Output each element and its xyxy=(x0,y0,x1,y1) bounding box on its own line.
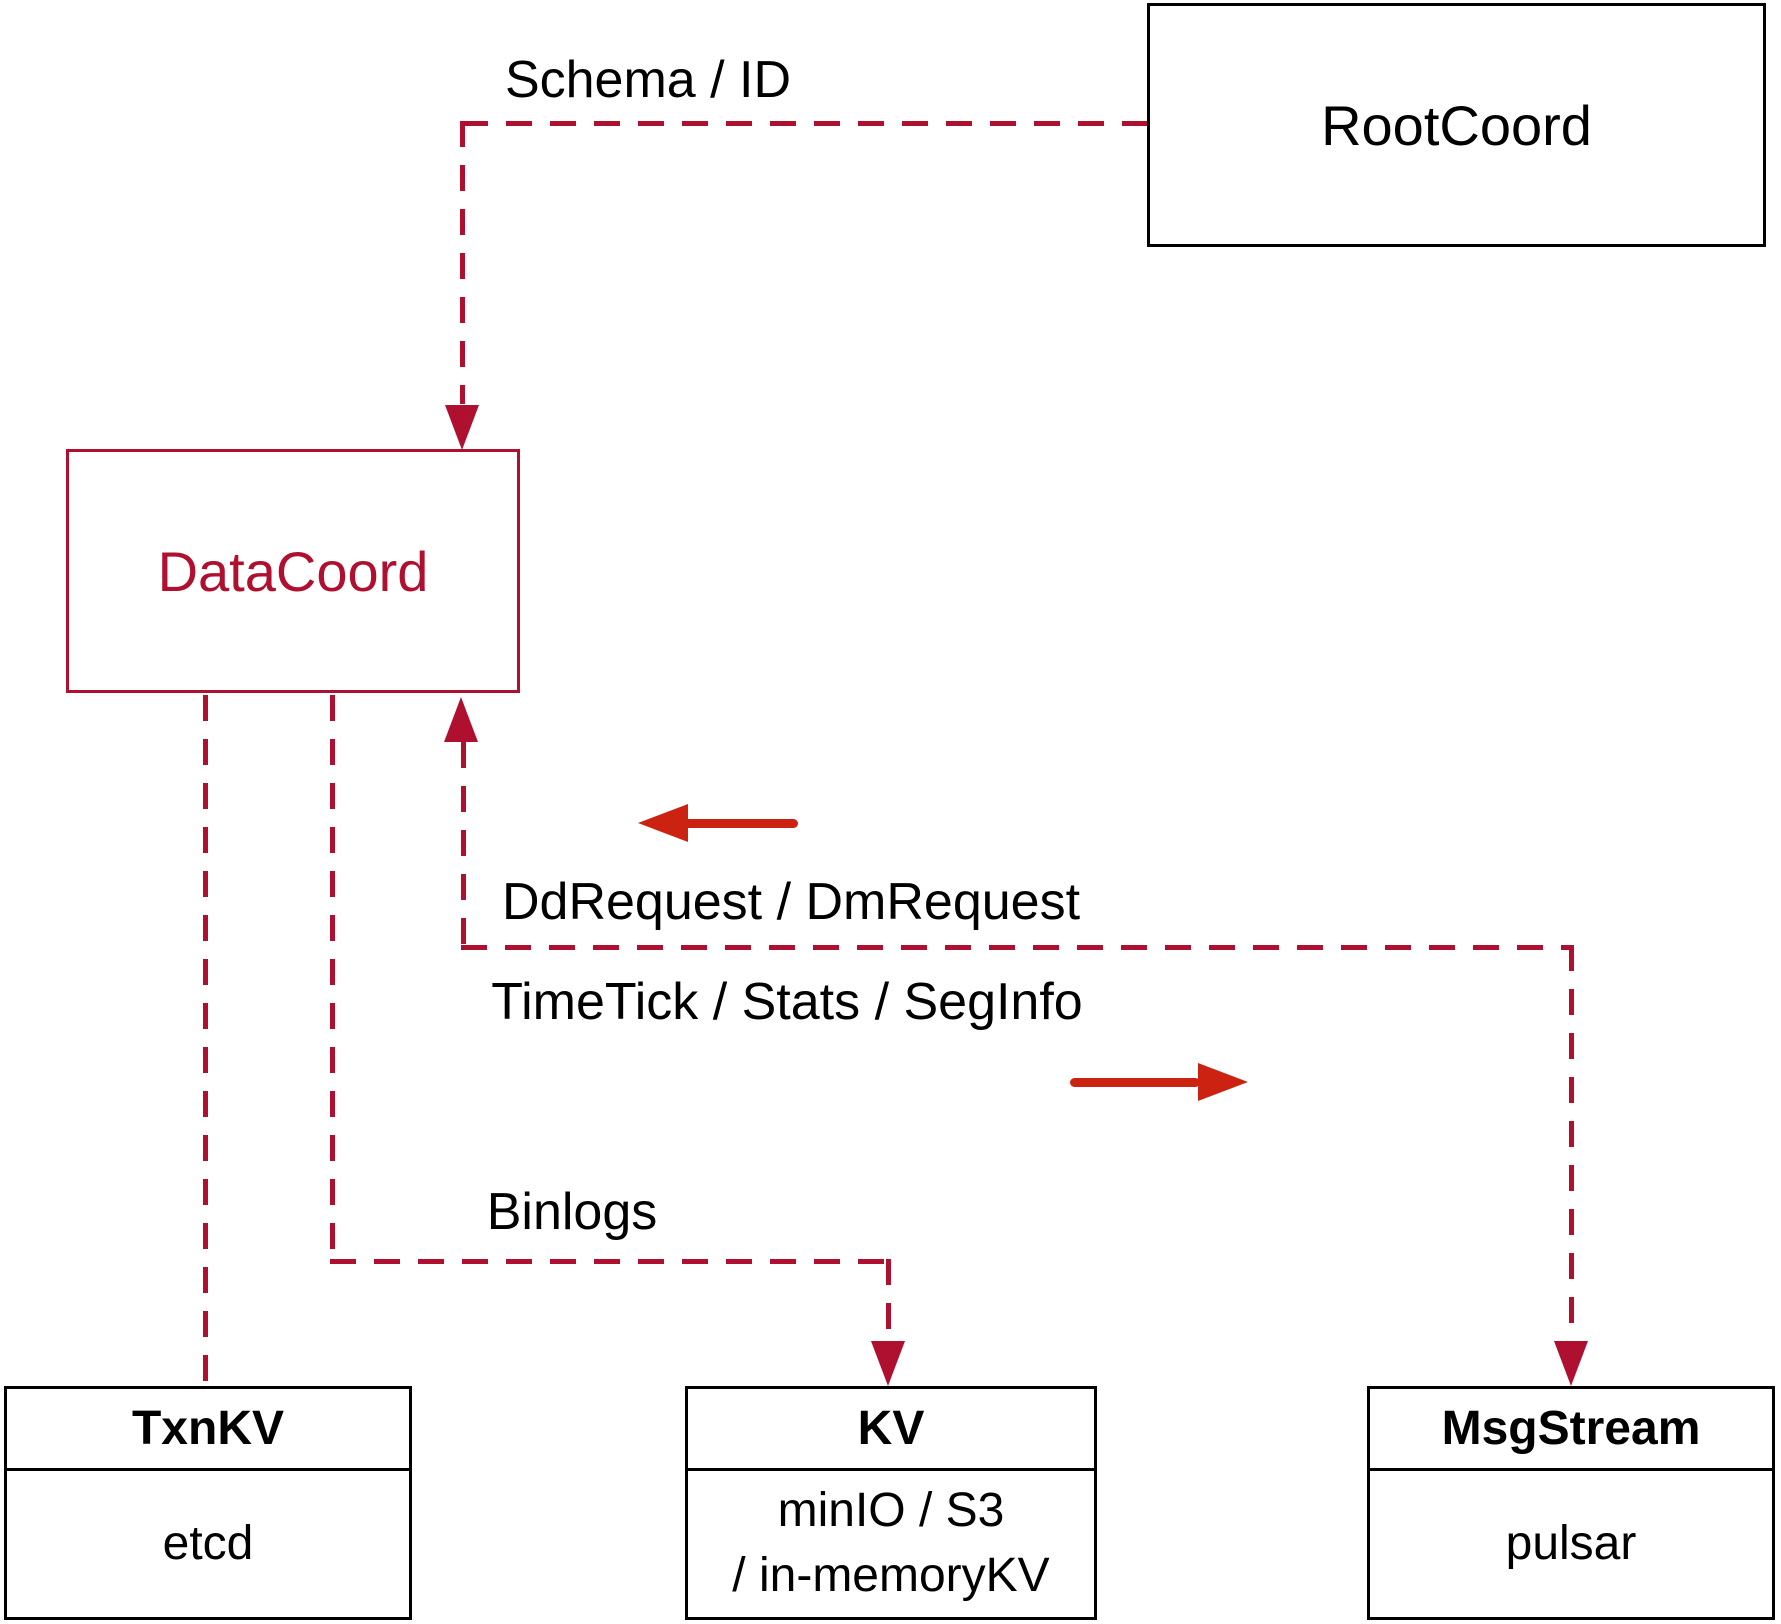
rootcoord-node: RootCoord xyxy=(1147,3,1766,247)
kv-header: KV xyxy=(688,1389,1094,1471)
msgstream-body-text: pulsar xyxy=(1505,1516,1637,1570)
datacoord-label: DataCoord xyxy=(157,539,429,603)
arrow-down-icon xyxy=(1554,1341,1588,1386)
kv-body: minIO / S3 / in-memoryKV xyxy=(688,1471,1094,1617)
edge-label-ddrequest-dmrequest: DdRequest / DmRequest xyxy=(501,873,1081,931)
rootcoord-label: RootCoord xyxy=(1321,93,1592,157)
kv-body-line1: minIO / S3 xyxy=(777,1484,1005,1538)
arrow-up-icon xyxy=(444,697,478,742)
msgstream-node: MsgStream pulsar xyxy=(1367,1386,1775,1620)
arrow-right-icon xyxy=(1198,1063,1248,1101)
schema-id-edge-vertical xyxy=(460,121,465,404)
txnkv-body: etcd xyxy=(7,1471,409,1617)
arrow-left-icon xyxy=(638,804,688,842)
msgstream-header: MsgStream xyxy=(1370,1389,1772,1471)
txnkv-edge-vertical xyxy=(203,695,208,1386)
arrow-down-icon xyxy=(871,1341,905,1386)
arrow-right-shaft xyxy=(1070,1078,1200,1087)
msgstream-title: MsgStream xyxy=(1441,1402,1701,1455)
datacoord-node: DataCoord xyxy=(66,449,520,693)
msgstream-edge-vertical-left xyxy=(461,742,466,947)
txnkv-title: TxnKV xyxy=(131,1402,284,1455)
edge-label-schema-id: Schema / ID xyxy=(504,51,792,109)
arrow-down-icon xyxy=(445,405,479,450)
msgstream-edge-horizontal xyxy=(461,945,1573,950)
txnkv-header: TxnKV xyxy=(7,1389,409,1471)
kv-title: KV xyxy=(857,1402,925,1455)
edge-label-timetick-stats-seginfo: TimeTick / Stats / SegInfo xyxy=(491,973,1083,1031)
schema-id-edge-horizontal xyxy=(462,121,1147,126)
binlogs-edge-horizontal xyxy=(330,1259,888,1264)
msgstream-body: pulsar xyxy=(1370,1471,1772,1617)
kv-body-line2: / in-memoryKV xyxy=(732,1549,1050,1602)
txnkv-node: TxnKV etcd xyxy=(4,1386,412,1620)
binlogs-edge-vertical xyxy=(330,695,335,1262)
edge-label-binlogs: Binlogs xyxy=(486,1183,658,1241)
txnkv-body-text: etcd xyxy=(162,1516,254,1570)
arrow-left-shaft xyxy=(682,819,798,828)
msgstream-edge-vertical-right xyxy=(1569,945,1574,1341)
binlogs-edge-vertical-into-kv xyxy=(886,1259,891,1341)
kv-node: KV minIO / S3 / in-memoryKV xyxy=(685,1386,1097,1620)
